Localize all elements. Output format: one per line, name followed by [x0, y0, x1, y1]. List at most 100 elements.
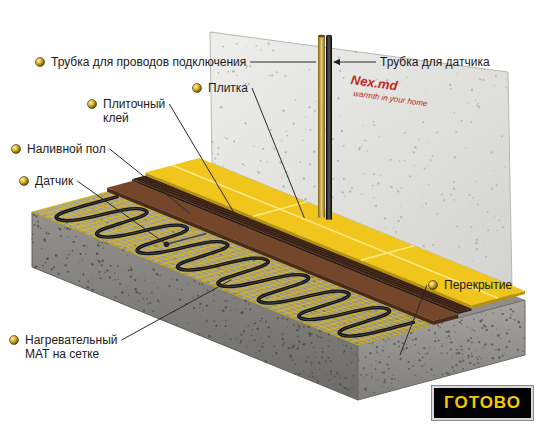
slab-right-texture-dot [461, 319, 463, 321]
slab-right-texture-dot [385, 341, 386, 342]
slab-front-texture-dot [319, 369, 320, 370]
wall-texture-dot [496, 184, 498, 186]
wall-texture-dot [422, 121, 424, 123]
wall-texture-dot [313, 186, 315, 188]
wall-texture-dot [456, 225, 458, 227]
slab-front-texture-dot [295, 343, 297, 345]
wall-texture-dot [293, 123, 295, 125]
tile-front-side [146, 172, 472, 308]
slab-right-texture-dot [468, 357, 469, 358]
slab-front-texture-dot [83, 274, 85, 276]
slab-right-texture-dot [445, 372, 447, 374]
wall-texture-dot [441, 193, 443, 195]
slab-right-texture-dot [467, 355, 469, 357]
slab-front-texture-dot [121, 291, 124, 294]
slab-front-texture-dot [176, 324, 178, 326]
slab-right-texture-dot [479, 356, 480, 357]
wall-texture-dot [341, 191, 344, 194]
slab-front-texture-dot [67, 236, 68, 237]
slab-front-texture-dot [149, 302, 151, 304]
slab-front-texture-dot [151, 292, 153, 294]
leader-line [250, 62, 316, 63]
slab-right-texture-dot [523, 310, 525, 312]
slab-right-texture-dot [384, 379, 386, 381]
slab-right-texture-dot [450, 349, 452, 351]
slab-front-texture-dot [337, 374, 338, 375]
slab-right-texture-dot [450, 338, 451, 339]
slab-right-texture-dot [467, 357, 468, 358]
slab-front-texture-dot [78, 280, 80, 282]
wall-texture-dot [499, 219, 501, 221]
slab-front-texture-dot [291, 359, 293, 361]
slab-front-texture-dot [64, 264, 66, 266]
wall-texture-dot [371, 189, 372, 190]
slab-front-texture-dot [143, 309, 145, 311]
leader-line [400, 285, 427, 355]
leader-line [110, 149, 191, 214]
wall-texture-dot [476, 181, 477, 182]
wall-texture-dot [274, 148, 276, 150]
wall-texture-dot [501, 135, 503, 137]
wall-texture-dot [385, 228, 386, 229]
wall-texture-dot [217, 153, 219, 155]
slab-front-texture-dot [126, 254, 127, 255]
slab-front-texture-dot [352, 375, 354, 377]
slab-front-texture-dot [199, 307, 200, 308]
wall-texture-dot [248, 83, 250, 85]
wall-texture-dot [460, 87, 461, 88]
wall-texture-dot [424, 167, 426, 169]
slab-front-texture-dot [87, 281, 89, 283]
slab-right-texture-dot [442, 373, 444, 375]
slab-right-texture-dot [379, 361, 381, 363]
slab-front-texture-dot [330, 370, 332, 372]
wall-texture-dot [282, 110, 285, 113]
slab-front-texture-dot [166, 293, 168, 295]
slab-front-texture-dot [225, 325, 227, 327]
slab-right-texture-dot [486, 329, 488, 331]
wall-texture-dot [475, 242, 478, 245]
slab-right-texture-dot [383, 371, 385, 373]
wall-texture-dot [337, 160, 339, 162]
slab-right-texture-dot [374, 368, 376, 370]
slab-front-texture-dot [250, 345, 252, 347]
slab-front-texture-dot [282, 333, 284, 335]
slab-right-texture-dot [523, 306, 524, 307]
slab-right-texture-dot [436, 337, 437, 338]
slab-right-texture-dot [447, 330, 450, 333]
wall-texture-dot [467, 102, 468, 103]
slab-front-texture-dot [345, 345, 347, 347]
slab-right-texture-dot [373, 391, 375, 393]
slab-front-texture-dot [352, 353, 353, 354]
slab-front-texture-dot [157, 300, 159, 302]
slab-right-texture-dot [388, 383, 390, 385]
slab-front-texture-dot [48, 233, 50, 235]
wall-texture-dot [281, 177, 283, 179]
slab-right-texture-dot [430, 368, 432, 370]
slab-right-texture-dot [475, 350, 476, 351]
slab-front-texture-dot [213, 294, 215, 296]
slab-right-texture-dot [478, 341, 480, 343]
slab-front-texture-dot [132, 274, 133, 275]
slab-front-texture-dot [298, 341, 300, 343]
slab-front-texture-dot [297, 323, 298, 324]
wall-texture-dot [414, 146, 416, 148]
slab-front-texture-dot [130, 276, 132, 278]
slab-right-texture-dot [450, 341, 452, 343]
wall-texture-dot [424, 90, 425, 91]
leader-line [122, 280, 232, 340]
slab-top-texture-dot [61, 210, 62, 211]
wall-texture-dot [270, 129, 272, 131]
slab-front-texture-dot [67, 271, 69, 273]
slab-front-texture-dot [299, 327, 301, 329]
slab-right-texture-dot [441, 345, 443, 347]
slab-front-texture-dot [243, 330, 245, 332]
wall-texture-dot [332, 61, 333, 62]
adhesive-ridge [458, 308, 470, 311]
slab-top-texture-dot [207, 282, 209, 284]
slab-front-texture-dot [255, 352, 256, 353]
slab-front-texture-dot [233, 297, 234, 298]
wall-texture-dot [495, 269, 497, 271]
wall-texture-dot [396, 188, 397, 189]
slab-right-texture-dot [406, 344, 407, 345]
wall-texture-dot [495, 75, 497, 77]
